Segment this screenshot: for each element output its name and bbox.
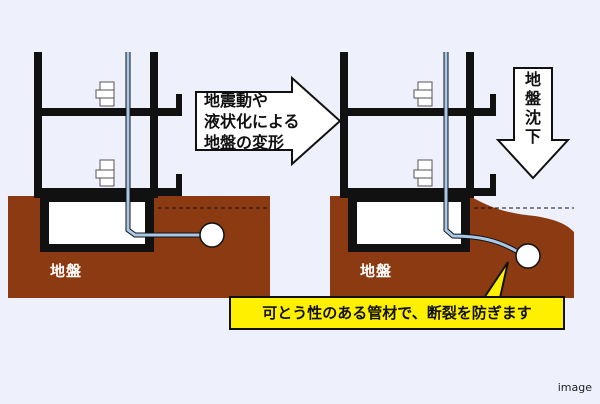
- pipe-right-inner: [444, 52, 519, 254]
- manhole-right: [515, 243, 541, 269]
- arrow-down-char-4: 下: [524, 127, 541, 146]
- callout-box: 可とう性のある管材で、断裂を防ぎます: [229, 296, 565, 330]
- toilet-left-upper: [95, 81, 115, 107]
- building-left-wall-r: [150, 52, 158, 198]
- arrow-right-line-3: 地盤の変形: [204, 133, 285, 152]
- toilet-left-lower: [95, 159, 115, 187]
- building-left-wall-l: [34, 52, 42, 198]
- arrow-right-label: 地震動や 液状化による 地盤の変形: [204, 90, 300, 153]
- toilet-right-lower: [413, 159, 433, 187]
- arrow-right-line-2: 液状化による: [204, 112, 300, 131]
- arrow-down-char-2: 盤: [524, 89, 541, 108]
- building-right-floor-1: [340, 108, 496, 116]
- building-left-floor-2: [34, 188, 182, 196]
- pipe-left-inner: [126, 52, 200, 237]
- basement-left-inner: [49, 202, 145, 244]
- building-left-floor-1: [34, 108, 182, 116]
- arrow-right-shape: [195, 75, 342, 167]
- arrow-down-char-1: 地: [524, 70, 541, 89]
- arrow-down-char-3: 沈: [524, 108, 541, 127]
- ground-label-left: 地盤: [50, 262, 83, 280]
- building-right-balcony-2: [490, 174, 496, 196]
- manhole-left: [199, 222, 225, 248]
- building-right-wall-l: [340, 52, 348, 198]
- arrow-down-label: 地 盤 沈 下: [523, 70, 543, 146]
- ground-label-right: 地盤: [360, 262, 393, 280]
- building-right-balcony-1: [490, 94, 496, 116]
- toilet-right-upper: [413, 81, 433, 107]
- building-right-wall-r: [466, 52, 474, 198]
- image-caption: image: [557, 381, 592, 394]
- arrow-down-shape: [495, 67, 571, 180]
- arrow-right-line-1: 地震動や: [204, 91, 269, 110]
- building-left-balcony-1: [176, 94, 182, 116]
- building-left-balcony-2: [176, 174, 182, 196]
- building-right-floor-2: [340, 188, 496, 196]
